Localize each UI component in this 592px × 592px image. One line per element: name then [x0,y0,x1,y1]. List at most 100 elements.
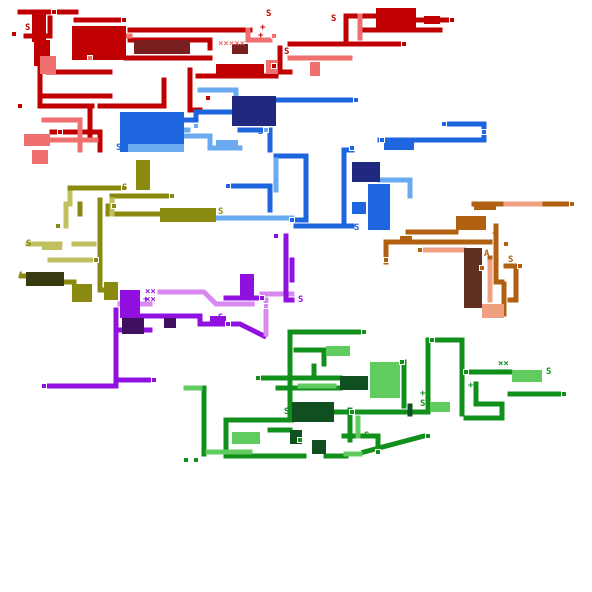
corridor-blue [225,183,273,213]
door-olive [169,193,175,199]
corridor-blue [273,153,309,223]
door-blue [353,97,359,103]
room-maroon [134,40,190,54]
marker-item: ×× [498,367,509,377]
door-salmon [271,33,277,39]
corridor-orange [493,223,505,285]
marker-save: S [508,255,513,265]
door-olive [93,257,99,263]
door-orange [417,247,423,253]
room-darkpurple [164,318,176,328]
door-blue [349,145,355,151]
door-green [399,359,405,365]
marker-item: + [492,229,498,239]
corridor-purple [283,233,295,303]
door-red [17,103,23,109]
room-brown [464,248,482,308]
door-green [297,437,303,443]
door-orange [569,201,575,207]
room-lightgreen [512,370,542,382]
room-orange [456,216,486,230]
door-blue [225,183,231,189]
door-blue [441,121,447,127]
corridor-salmon [245,27,273,43]
corridor-green [223,417,307,459]
marker-save: S [218,313,223,323]
door-orange [517,263,523,269]
door-green [255,375,261,381]
room-olive [72,284,92,302]
room-darkgreen [292,402,334,422]
room-purple [240,274,254,300]
door-purple [225,321,231,327]
marker-save: S [218,207,223,217]
door-red [449,17,455,23]
room-salmon [310,62,320,76]
marker-save: S [331,14,336,24]
room-blue [384,140,414,150]
marker-save: S [364,431,369,441]
marker-item: + [143,295,149,305]
marker-item: + [260,23,266,33]
room-darkgreen [312,440,326,454]
room-red [32,12,46,42]
corridor-green [293,347,327,367]
door-olive [55,223,61,229]
marker-save: S [25,23,30,33]
room-khaki [42,244,62,250]
door-salmon [87,55,93,61]
corridor-purple [139,313,268,340]
marker-item: ×× [145,295,156,305]
room-salmon [24,134,50,146]
room-darkpurple [122,318,144,334]
door-red [401,41,407,47]
corridor-green [360,432,428,456]
door-green [561,391,567,397]
door-green [375,449,381,455]
corridor-red [277,45,293,75]
door-purple [273,233,279,239]
room-red [376,8,416,30]
marker-save: S [122,183,127,193]
room-lightgreen [232,432,260,444]
door-lightblue [193,123,199,129]
door-red [57,129,63,135]
door-red [271,63,277,69]
door-red [11,31,17,37]
door-green [425,433,431,439]
marker-item: ×× [498,359,509,369]
marker-item: ××××× [218,39,245,49]
door-olive [121,185,127,191]
room-navy [352,162,380,182]
room-maroon [232,44,248,54]
room-lightblue [216,140,238,150]
door-green [193,457,199,463]
door-purple [41,383,47,389]
corridor-lightblue [377,177,413,199]
room-orange [400,236,412,244]
marker-save: S [546,367,551,377]
marker-item: ×× [145,287,156,297]
door-lightblue [263,127,269,133]
room-darkgreen [340,376,368,390]
room-purple [210,316,226,326]
corridor-khaki [63,185,73,229]
marker-save: S [116,143,121,153]
map-rooms [24,8,542,454]
corridor-blue [293,147,355,229]
room-red [72,26,126,60]
corridor-olive [97,197,107,293]
room-darkolive [26,272,64,286]
room-olive [160,208,216,222]
marker-item: + [420,389,426,399]
corridor-red [97,77,167,109]
door-lilac [263,303,269,309]
door-red [205,95,211,101]
map-doors [11,9,575,463]
door-orange [383,257,389,263]
room-salmon [32,150,48,164]
room-peach [482,304,504,318]
corridor-blue [181,109,235,123]
corridor-green [463,381,505,421]
corridor-lilac [157,289,255,307]
